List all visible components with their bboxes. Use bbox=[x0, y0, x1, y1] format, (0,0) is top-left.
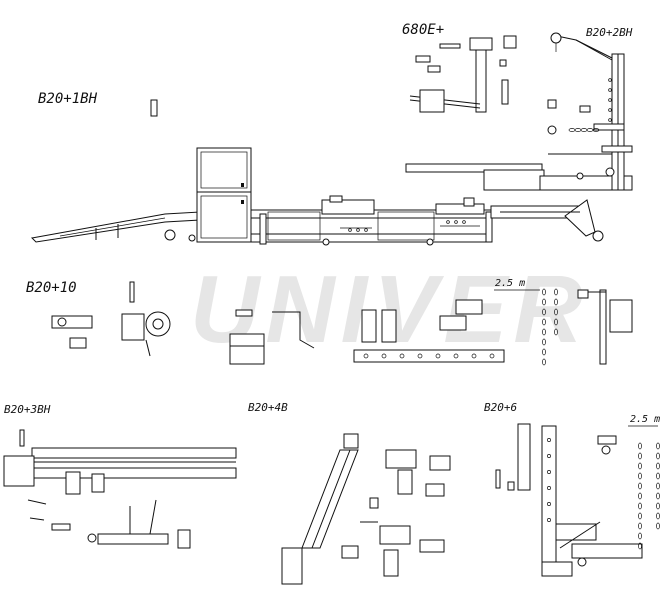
label-b20-1bh: B20+1BH bbox=[38, 91, 98, 107]
kit-680e-parts bbox=[409, 35, 517, 113]
pulling-tower-assembly bbox=[405, 32, 633, 191]
label-chain-length-b: 2.5 m bbox=[630, 414, 661, 425]
label-b20-2bh: B20+2BH bbox=[586, 26, 633, 39]
label-b20-10: B20+10 bbox=[26, 280, 77, 296]
label-b20-3bh: B20+3BH bbox=[4, 403, 51, 416]
main-bench-assembly bbox=[30, 147, 604, 246]
label-b20-6: B20+6 bbox=[484, 401, 518, 414]
kit-b20-4b-parts bbox=[281, 433, 451, 585]
kit-b20-10-parts bbox=[51, 281, 633, 366]
label-chain-length-a: 2.5 m bbox=[495, 278, 526, 289]
label-b20-4b: B20+4B bbox=[248, 401, 288, 414]
label-680e: 680E+ bbox=[402, 22, 445, 38]
kit-b20-3bh-parts bbox=[3, 429, 237, 549]
kit-b20-6-parts bbox=[495, 423, 660, 577]
pin-part bbox=[150, 99, 158, 117]
